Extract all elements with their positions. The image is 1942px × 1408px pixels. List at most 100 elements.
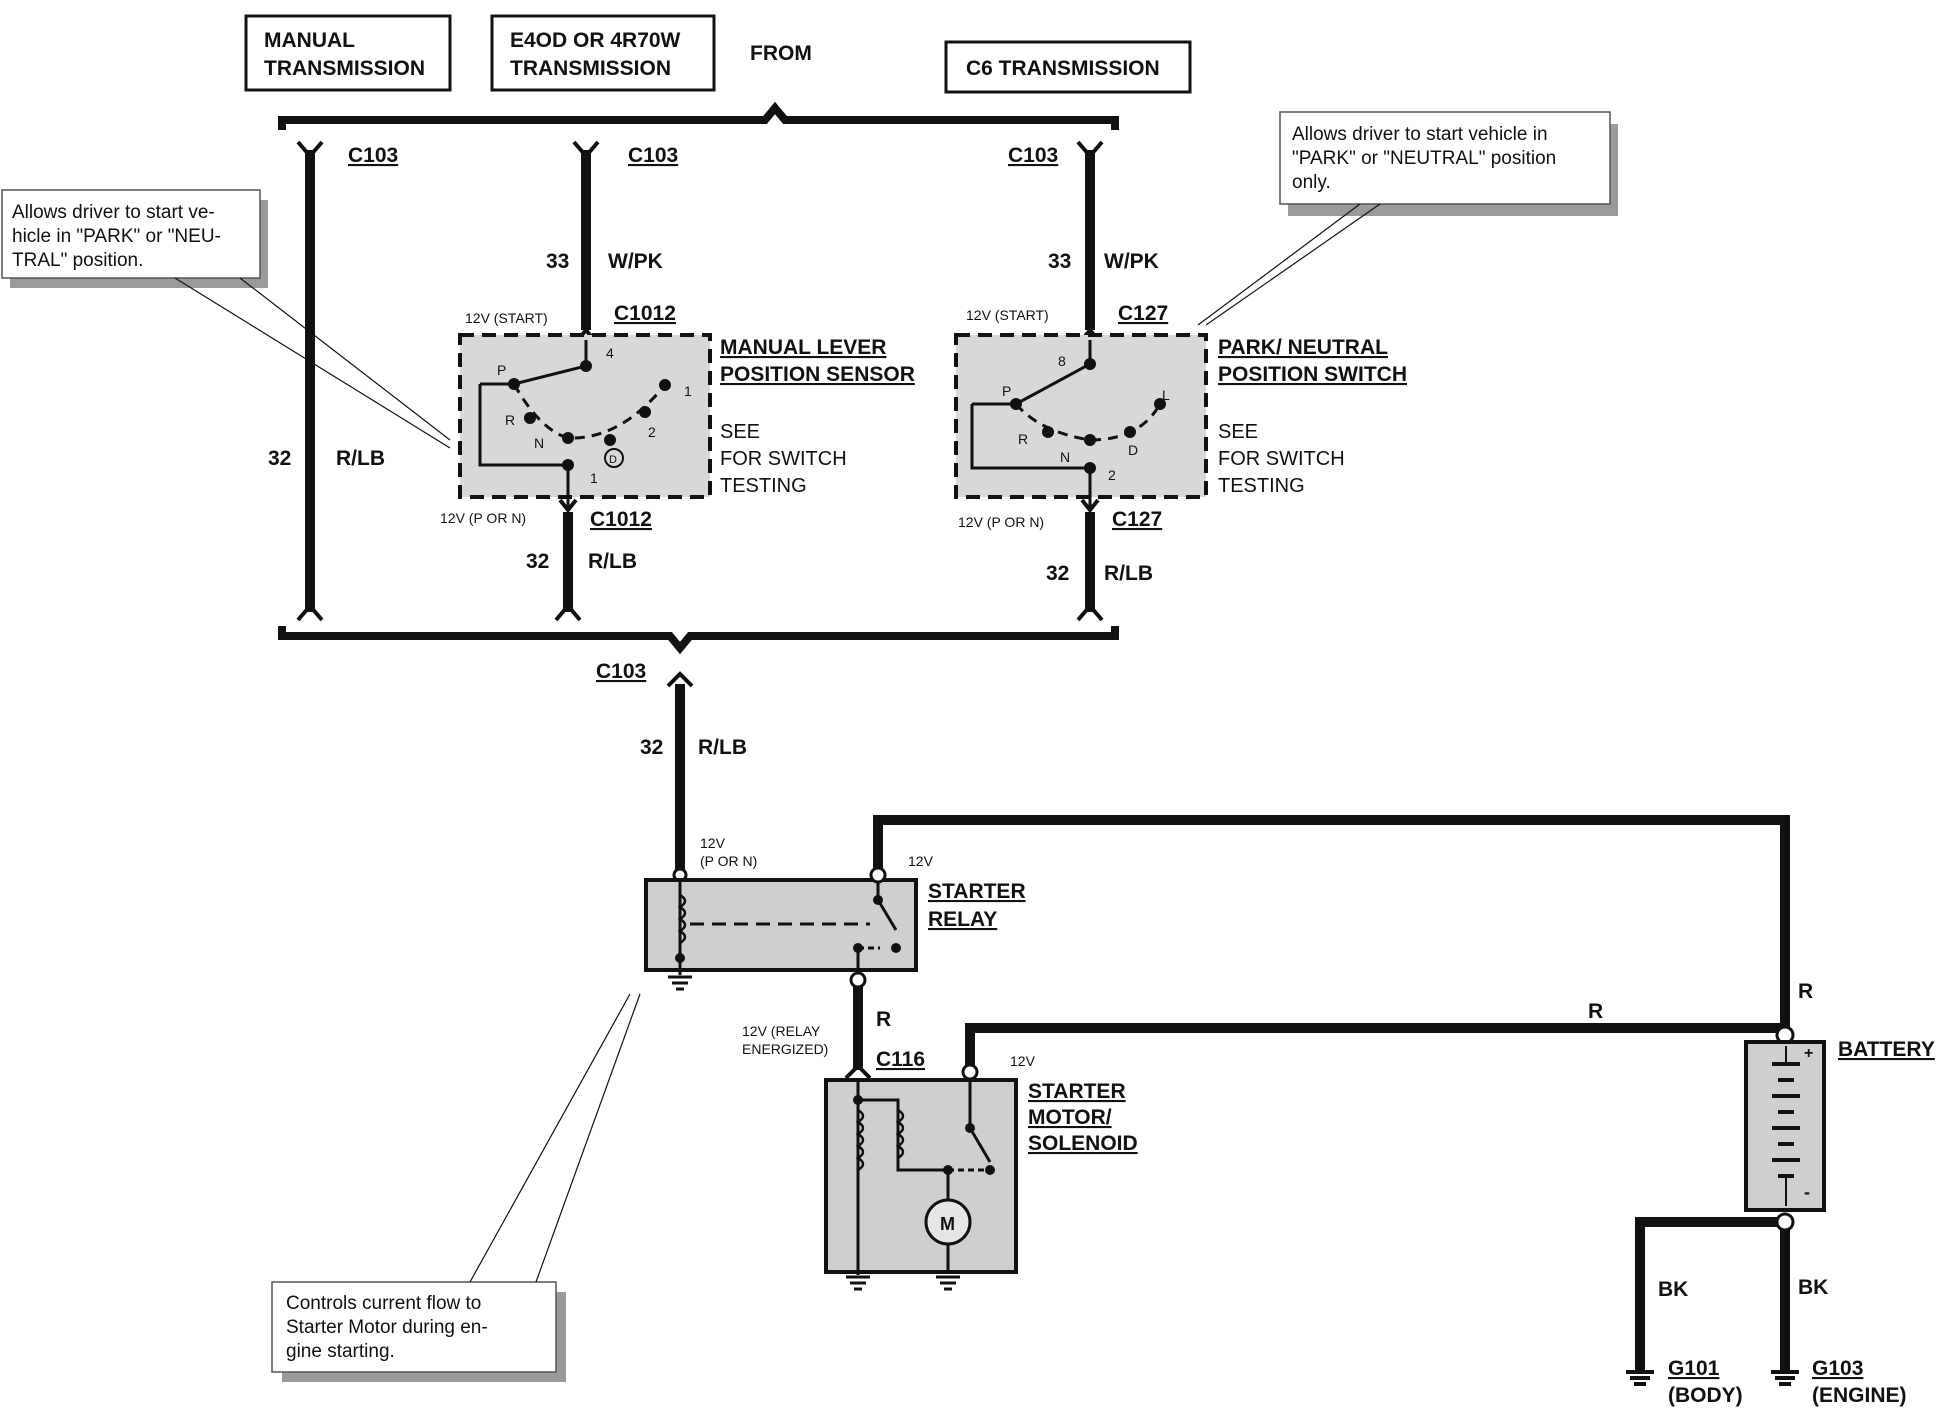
svg-text:1: 1	[684, 383, 692, 399]
svg-text:L: L	[1162, 387, 1170, 403]
svg-text:only.: only.	[1292, 172, 1331, 193]
callout-left: Allows driver to start ve- hicle in "PAR…	[1, 189, 451, 449]
svg-text:BK: BK	[1798, 1276, 1828, 1299]
svg-text:SEE: SEE	[1218, 421, 1258, 443]
svg-text:Starter Motor during en-: Starter Motor during en-	[286, 1317, 488, 1338]
svg-text:R/LB: R/LB	[698, 736, 747, 759]
e4od-wire-33: C103 33 W/PK 12V (START) C1012	[465, 140, 678, 342]
svg-text:W/PK: W/PK	[1104, 250, 1159, 273]
svg-text:R: R	[1588, 1000, 1603, 1023]
svg-text:N: N	[1060, 449, 1070, 465]
g101-ground-icon	[1626, 1370, 1654, 1386]
svg-text:+: +	[1804, 1045, 1813, 1062]
svg-text:12V: 12V	[1010, 1053, 1036, 1069]
svg-text:W/PK: W/PK	[608, 250, 663, 273]
svg-text:32: 32	[640, 736, 663, 759]
starter-ground-icon-1	[846, 1275, 870, 1291]
svg-text:P: P	[497, 362, 506, 378]
svg-text:C6 TRANSMISSION: C6 TRANSMISSION	[966, 57, 1160, 80]
header-e4od-transmission: E4OD OR 4R70W TRANSMISSION	[490, 14, 716, 92]
svg-text:12V (RELAY: 12V (RELAY	[742, 1023, 821, 1039]
svg-text:POSITION SENSOR: POSITION SENSOR	[720, 363, 915, 386]
svg-text:C103: C103	[596, 660, 646, 683]
svg-text:12V: 12V	[700, 835, 726, 851]
svg-text:C103: C103	[1008, 144, 1058, 167]
svg-text:C1012: C1012	[590, 508, 652, 531]
svg-text:RELAY: RELAY	[928, 908, 997, 931]
callout-right: Allows driver to start vehicle in "PARK"…	[1197, 111, 1618, 326]
svg-text:C1012: C1012	[614, 302, 676, 325]
svg-text:32: 32	[268, 447, 291, 470]
svg-text:Allows driver to start vehicle: Allows driver to start vehicle in	[1292, 124, 1548, 145]
svg-text:1: 1	[590, 470, 598, 486]
svg-text:8: 8	[1058, 353, 1066, 369]
svg-text:R/LB: R/LB	[1104, 562, 1153, 585]
svg-text:MOTOR/: MOTOR/	[1028, 1106, 1112, 1129]
svg-text:gine starting.: gine starting.	[286, 1341, 395, 1362]
svg-text:TRANSMISSION: TRANSMISSION	[264, 57, 425, 80]
svg-text:C103: C103	[628, 144, 678, 167]
svg-text:G103: G103	[1812, 1357, 1863, 1380]
header-manual-transmission: MANUAL TRANSMISSION	[244, 14, 452, 92]
svg-text:MANUAL: MANUAL	[264, 29, 355, 52]
svg-text:(P OR N): (P OR N)	[700, 853, 757, 869]
svg-text:ENERGIZED): ENERGIZED)	[742, 1041, 828, 1057]
header-c6-transmission: C6 TRANSMISSION	[944, 40, 1192, 94]
svg-text:33: 33	[1048, 250, 1071, 273]
c6-wire-32: 12V (P OR N) C127 32 R/LB	[958, 498, 1162, 622]
svg-text:Allows driver to start ve-: Allows driver to start ve-	[12, 202, 215, 223]
svg-text:Controls current flow to: Controls current flow to	[286, 1293, 481, 1314]
ground-wires: BK BK	[1635, 1212, 1828, 1370]
svg-text:R: R	[1018, 431, 1028, 447]
e4od-wire-32: 12V (P OR N) C1012 32 R/LB	[440, 498, 652, 622]
svg-text:N: N	[534, 435, 544, 451]
top-brace	[278, 101, 1119, 130]
svg-text:R/LB: R/LB	[588, 550, 637, 573]
svg-text:R/LB: R/LB	[336, 447, 385, 470]
callout-bottom: Controls current flow to Starter Motor d…	[271, 993, 641, 1382]
svg-text:FOR SWITCH: FOR SWITCH	[720, 448, 847, 470]
svg-text:TRANSMISSION: TRANSMISSION	[510, 57, 671, 80]
svg-text:P: P	[1002, 383, 1011, 399]
svg-text:12V (START): 12V (START)	[465, 310, 548, 326]
svg-text:STARTER: STARTER	[928, 880, 1026, 903]
red-wire-starter-to-battery: R 12V	[961, 1000, 1795, 1081]
common-wire-32-to-relay: C103 32 R/LB 12V (P OR N)	[596, 660, 757, 883]
ground-g103: G103 (ENGINE)	[1771, 1357, 1907, 1407]
svg-text:"PARK" or "NEUTRAL" position: "PARK" or "NEUTRAL" position	[1292, 148, 1556, 169]
red-wire-relay-to-starter: R 12V (RELAY ENERGIZED) C116	[742, 971, 925, 1080]
svg-text:D: D	[1128, 442, 1138, 458]
svg-text:4: 4	[606, 345, 614, 361]
g103-ground-icon	[1771, 1370, 1799, 1386]
svg-text:12V (P OR N): 12V (P OR N)	[958, 514, 1044, 530]
svg-text:TRAL" position.: TRAL" position.	[12, 250, 143, 271]
svg-text:12V: 12V	[908, 853, 934, 869]
svg-text:12V (P OR N): 12V (P OR N)	[440, 510, 526, 526]
svg-text:FOR SWITCH: FOR SWITCH	[1218, 448, 1345, 470]
svg-text:33: 33	[546, 250, 569, 273]
svg-text:MANUAL LEVER: MANUAL LEVER	[720, 336, 886, 359]
svg-text:2: 2	[1108, 467, 1116, 483]
svg-text:D: D	[609, 454, 617, 466]
svg-text:12V (START): 12V (START)	[966, 307, 1049, 323]
motor-icon: M	[924, 1198, 972, 1246]
svg-text:SOLENOID: SOLENOID	[1028, 1132, 1138, 1155]
svg-text:C127: C127	[1118, 302, 1168, 325]
svg-text:BK: BK	[1658, 1278, 1688, 1301]
svg-text:E4OD OR 4R70W: E4OD OR 4R70W	[510, 29, 681, 52]
svg-text:-: -	[1804, 1182, 1810, 1202]
svg-text:TESTING: TESTING	[720, 475, 807, 497]
c6-wire-33: C103 33 W/PK 12V (START) C127	[966, 140, 1168, 342]
svg-text:BATTERY: BATTERY	[1838, 1038, 1935, 1061]
manual-wire-32: C103 32 R/LB	[268, 140, 398, 622]
manual-lever-position-sensor: P R N D 2 1 4 1 MANUAL LEVER POSITION SE…	[458, 333, 915, 510]
svg-text:M: M	[940, 1214, 955, 1234]
starter-motor-solenoid: M STARTER MOTOR/ SOLENOID	[824, 1078, 1138, 1291]
svg-text:R: R	[1798, 980, 1813, 1003]
svg-text:TESTING: TESTING	[1218, 475, 1305, 497]
starter-ground-icon-2	[936, 1275, 960, 1291]
svg-text:32: 32	[526, 550, 549, 573]
svg-text:2: 2	[648, 424, 656, 440]
svg-text:(BODY): (BODY)	[1668, 1384, 1743, 1407]
